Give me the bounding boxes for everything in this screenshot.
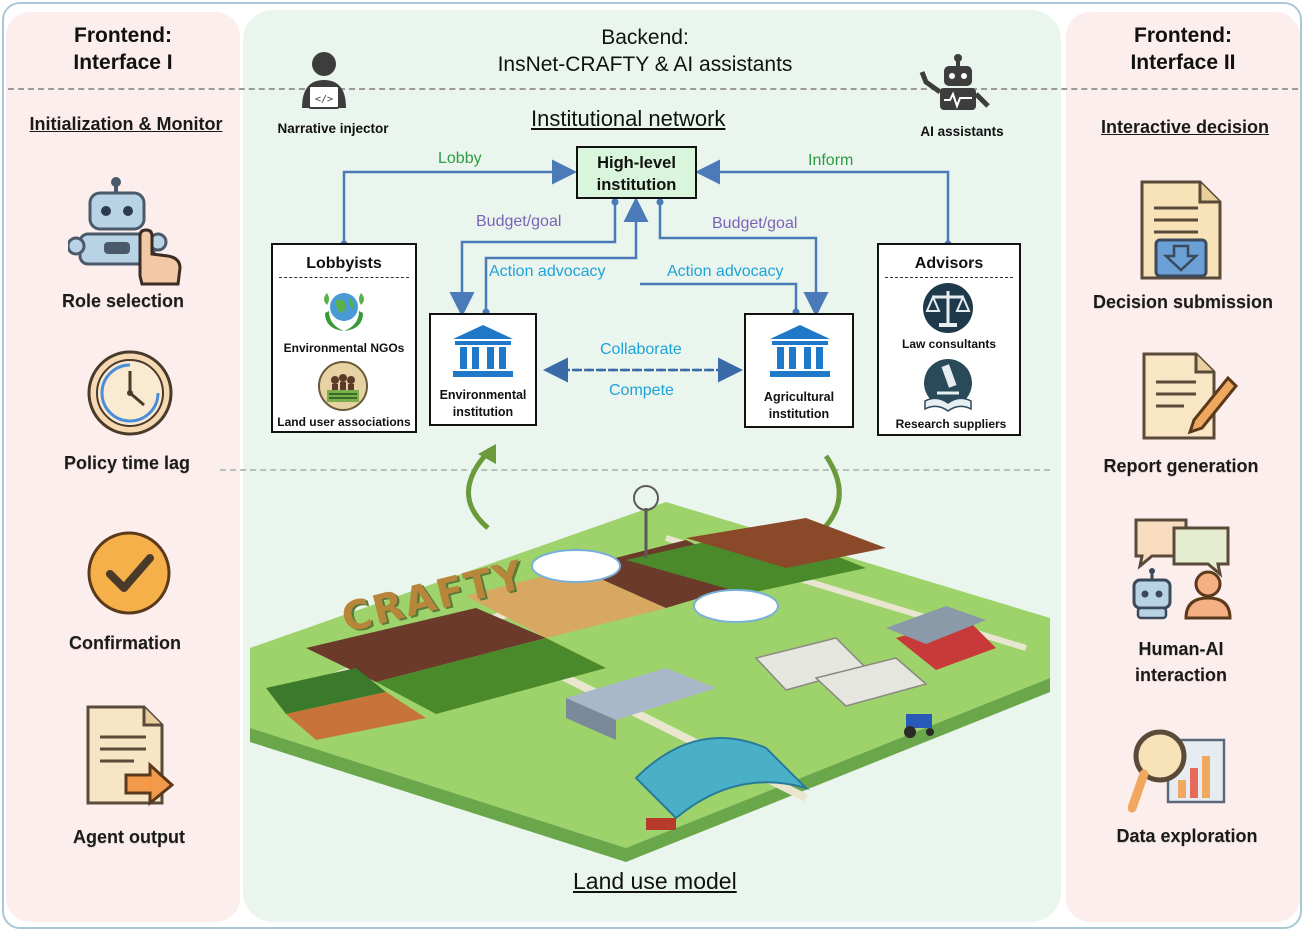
robot-hand-icon <box>66 176 188 286</box>
header-divider <box>8 88 1298 90</box>
globe-hands-icon <box>319 285 369 335</box>
narrative-injector-label: Narrative injector <box>277 121 389 136</box>
human-ai-line2: interaction <box>1134 665 1227 685</box>
clock-icon <box>86 349 174 437</box>
scales-of-justice-icon <box>921 281 975 335</box>
ai-assistants-label: AI assistants <box>920 124 1004 139</box>
checkmark-icon <box>84 528 174 618</box>
high-level-line2: institution <box>596 176 677 194</box>
agricultural-institution-box: Agricultural institution <box>744 313 854 428</box>
document-download-icon <box>1138 178 1224 282</box>
institution-building-icon-right <box>768 323 832 379</box>
agri-inst-line2: institution <box>768 407 830 421</box>
human-ai-interaction-label: Human-AI interaction <box>1064 636 1298 688</box>
decision-submission-label: Decision submission <box>1092 292 1274 312</box>
narrative-injector-icon: </> <box>298 50 350 112</box>
environmental-institution-label: Environmental institution <box>431 387 535 421</box>
ai-assistant-robot-icon <box>918 54 992 114</box>
land-user-associations-label: Land user associations <box>277 415 411 429</box>
lobbyists-title: Lobbyists <box>306 255 382 272</box>
lobbyists-divider <box>279 277 409 278</box>
magnifier-chart-icon <box>1127 726 1228 814</box>
budget-goal-right-label: Budget/goal <box>712 215 798 232</box>
lobbyists-box: Lobbyists Environmental NGOs Land user a… <box>271 243 417 433</box>
high-level-line1: High-level <box>597 154 676 172</box>
agri-inst-line1: Agricultural <box>763 390 835 404</box>
research-suppliers-label: Research suppliers <box>895 417 1007 431</box>
lobby-label: Lobby <box>438 150 482 167</box>
document-pen-icon <box>1140 350 1240 442</box>
report-generation-label: Report generation <box>1103 456 1259 476</box>
advisors-box: Advisors Law consultants Research suppli… <box>877 243 1021 436</box>
role-selection-label: Role selection <box>61 291 185 311</box>
budget-goal-left-label: Budget/goal <box>476 213 562 230</box>
right-section-title: Interactive decision <box>1100 117 1270 137</box>
document-export-icon <box>84 703 176 807</box>
center-header-line1: Backend: <box>601 26 689 49</box>
data-exploration-label: Data exploration <box>1116 826 1258 846</box>
high-level-institution-label: High-level institution <box>578 152 695 196</box>
left-header-line1: Frontend: <box>74 24 172 47</box>
center-header: Backend: InsNet-CRAFTY & AI assistants <box>440 24 850 78</box>
env-inst-line2: institution <box>452 405 514 419</box>
svg-text:</>: </> <box>315 94 333 105</box>
left-header: Frontend: Interface I <box>6 22 240 76</box>
collaborate-label: Collaborate <box>600 341 682 358</box>
left-header-line2: Interface I <box>73 51 173 74</box>
action-advocacy-right-label: Action advocacy <box>667 263 784 280</box>
agricultural-institution-label: Agricultural institution <box>746 389 852 423</box>
right-header-line1: Frontend: <box>1134 24 1232 47</box>
confirmation-label: Confirmation <box>69 633 181 653</box>
high-level-institution-box: High-level institution <box>576 146 697 199</box>
inform-label: Inform <box>808 152 854 169</box>
compete-label: Compete <box>609 382 674 399</box>
advisors-title: Advisors <box>914 255 984 272</box>
agent-output-label: Agent output <box>73 827 185 847</box>
land-use-model-illustration <box>250 485 1050 862</box>
action-advocacy-left-label: Action advocacy <box>489 263 606 280</box>
microscope-book-icon <box>921 357 975 413</box>
advisors-divider <box>885 277 1013 278</box>
institution-building-icon-left <box>451 323 515 379</box>
right-header-line2: Interface II <box>1130 51 1236 74</box>
law-consultants-label: Law consultants <box>901 337 996 351</box>
network-land-divider <box>220 469 1050 471</box>
env-inst-line1: Environmental <box>439 388 527 402</box>
land-user-association-icon <box>317 360 369 412</box>
human-ai-line1: Human-AI <box>1138 639 1224 659</box>
human-ai-chat-icon <box>1130 516 1234 620</box>
right-header: Frontend: Interface II <box>1066 22 1300 76</box>
policy-time-lag-label: Policy time lag <box>63 453 191 473</box>
environmental-ngos-label: Environmental NGOs <box>283 341 405 355</box>
environmental-institution-box: Environmental institution <box>429 313 537 426</box>
left-section-title: Initialization & Monitor <box>29 114 223 134</box>
institutional-network-title: Institutional network <box>531 106 726 131</box>
center-header-line2: InsNet-CRAFTY & AI assistants <box>497 53 793 76</box>
land-use-model-title: Land use model <box>573 868 737 894</box>
